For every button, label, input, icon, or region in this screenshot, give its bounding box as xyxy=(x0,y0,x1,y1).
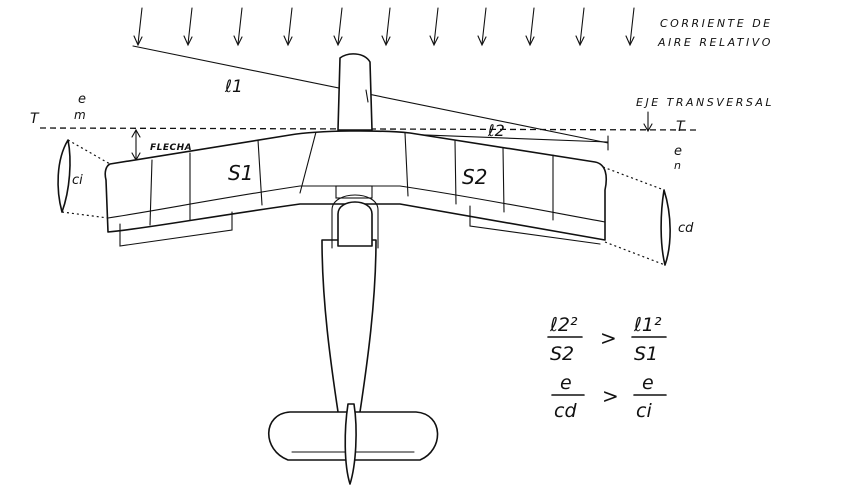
tail xyxy=(267,403,439,485)
airflow-arrowhead-7 xyxy=(429,35,439,47)
airflow-arrows xyxy=(133,7,635,47)
airflow-arrowhead-9 xyxy=(525,35,535,47)
transverse-axis-label: EJE TRANSVERSAL xyxy=(636,96,774,109)
airflow-arrowhead-5 xyxy=(333,35,343,47)
airflow-arrowhead-8 xyxy=(477,35,487,47)
airflow-arrowhead-3 xyxy=(233,35,243,47)
f2-denominator-left: cd xyxy=(554,400,577,422)
root-cutout xyxy=(335,185,373,199)
axis-left-e: e xyxy=(78,92,86,107)
axis-right-n: n xyxy=(674,159,681,172)
airflow-arrow-4 xyxy=(287,7,293,45)
airflow-arrow-1 xyxy=(137,7,143,45)
airflow-label-line1: CORRIENTE DE xyxy=(660,17,773,30)
left-aileron xyxy=(119,211,233,247)
airflow-arrowhead-1 xyxy=(133,35,143,47)
vertical-fin xyxy=(344,403,357,485)
airflow-arrowhead-2 xyxy=(183,35,193,47)
airflow-arrowhead-11 xyxy=(625,35,635,47)
f2-numerator-left: e xyxy=(560,372,572,394)
airflow-arrow-8 xyxy=(481,7,487,45)
rib-left-3 xyxy=(257,139,263,206)
f2-denominator-right: ci xyxy=(636,400,652,422)
right-aileron xyxy=(469,205,601,245)
s1-label: S1 xyxy=(228,161,253,185)
l2-label: ℓ2 xyxy=(487,121,505,140)
f1-denominator-right: S1 xyxy=(634,343,658,365)
f1-operator: > xyxy=(600,326,617,350)
l1-label: ℓ1 xyxy=(224,77,243,97)
airflow-arrow-10 xyxy=(579,7,585,45)
airflow-arrowhead-4 xyxy=(283,35,293,47)
left-airfoil-section xyxy=(57,139,71,213)
rib-right-2 xyxy=(454,140,457,205)
airflow-arrow-7 xyxy=(433,7,439,45)
airflow-arrow-3 xyxy=(237,7,243,45)
f1-denominator-left: S2 xyxy=(550,343,574,365)
right-airfoil-projection-bottom xyxy=(604,241,666,266)
f1-numerator-left: ℓ2² xyxy=(549,314,578,336)
axis-right-T: T xyxy=(676,119,686,135)
flecha-label: FLECHA xyxy=(150,143,192,153)
airflow-arrowhead-10 xyxy=(575,35,585,47)
nose-mark xyxy=(365,89,369,103)
airflow-arrow-2 xyxy=(187,7,193,45)
wing: S1 S2 xyxy=(104,130,608,247)
flecha-arrow-top xyxy=(131,128,141,138)
cockpit-opening xyxy=(337,201,373,247)
airflow-arrow-6 xyxy=(385,7,391,45)
cockpit-outline xyxy=(331,194,379,249)
right-airfoil-section xyxy=(660,189,671,266)
axis-right-e: e xyxy=(674,144,682,159)
rib-left-4 xyxy=(299,131,317,194)
engine-cowl xyxy=(337,53,373,131)
left-airfoil-projection-bottom xyxy=(61,211,109,219)
rib-right-1 xyxy=(404,132,409,197)
ci-label: ci xyxy=(72,173,83,188)
s2-label: S2 xyxy=(462,165,487,189)
transverse-axis-arrowhead xyxy=(643,123,653,133)
airflow-arrow-9 xyxy=(529,7,535,45)
formula-2: e cd > e ci xyxy=(551,372,667,422)
axis-left-T: T xyxy=(30,111,40,127)
f1-numerator-right: ℓ1² xyxy=(633,314,662,336)
rib-left-1 xyxy=(149,159,153,226)
f2-numerator-right: e xyxy=(642,372,654,394)
rib-right-3 xyxy=(502,147,505,213)
fuselage-body xyxy=(321,239,377,426)
airflow-arrow-5 xyxy=(337,7,343,45)
airflow-arrowhead-6 xyxy=(381,35,391,47)
airflow-label-line2: AIRE RELATIVO xyxy=(657,36,773,49)
airflow-arrow-11 xyxy=(629,7,635,45)
f2-operator: > xyxy=(602,384,619,408)
formula-1: ℓ2² S2 > ℓ1² S1 xyxy=(547,314,667,365)
right-airfoil-projection-top xyxy=(602,166,665,191)
left-airfoil-projection-top xyxy=(67,139,111,165)
axis-left-m: m xyxy=(74,108,86,122)
cd-label: cd xyxy=(678,221,694,236)
wing-trailing-line xyxy=(107,185,606,223)
